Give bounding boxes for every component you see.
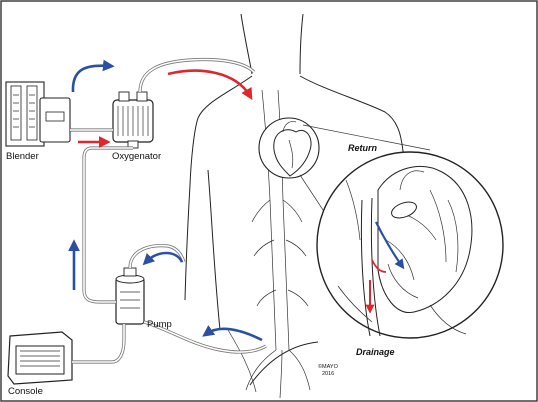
pump-device [115,267,145,325]
oxygenator-device [112,91,154,149]
label-oxygenator: Oxygenator [112,151,161,162]
tubing [70,57,267,364]
vessels [245,89,311,399]
flow-arrow-blue-pump [142,251,184,266]
label-drainage: Drainage [356,347,395,357]
copyright-line2: 2016 [322,371,334,377]
flow-arrows [68,59,405,342]
blender-device [5,81,71,147]
flow-arrow-blue-top [71,59,115,93]
heart-detail [316,151,504,339]
copyright-line1: ©MAYO [318,363,339,370]
label-pump: Pump [147,319,172,330]
label-blender: Blender [6,151,39,162]
flow-arrow-red-top [167,69,253,101]
flow-arrow-blue-groin [202,325,263,342]
label-console: Console [8,386,43,397]
console-device [7,331,73,385]
zoom-line-top [302,124,431,151]
flow-arrow-blue-detail [375,221,405,270]
flow-mark-red-detail [371,259,387,273]
heart-small [258,117,320,179]
label-return: Return [348,143,378,153]
